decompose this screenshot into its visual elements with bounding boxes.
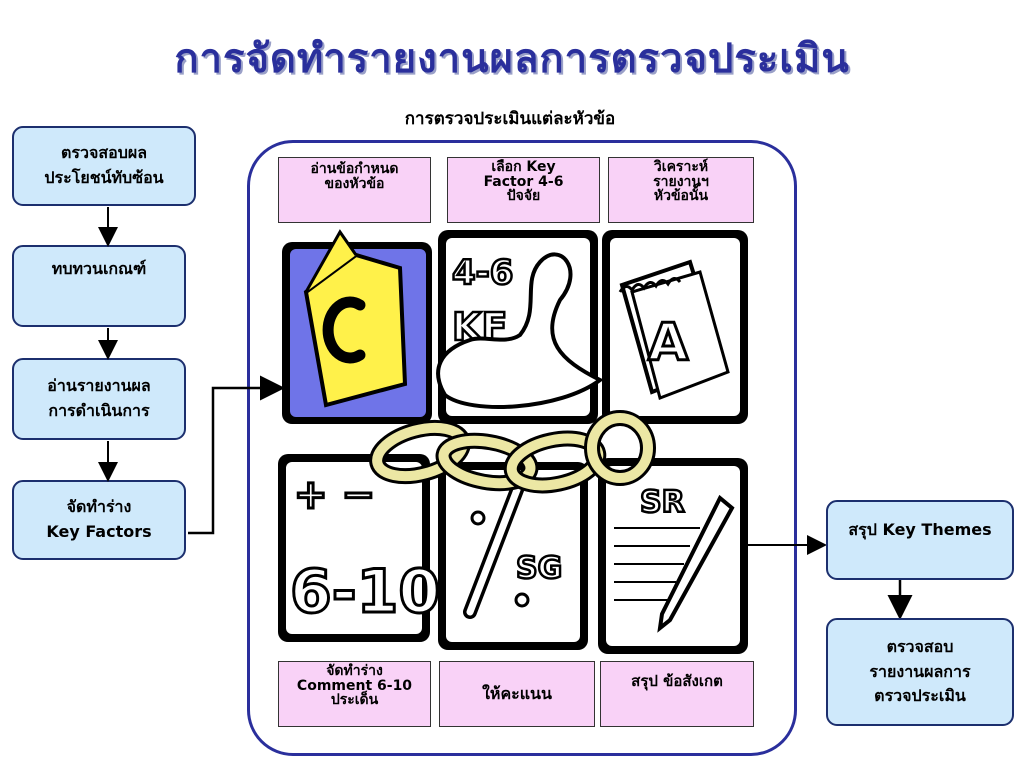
- flow-arrow: [188, 375, 285, 535]
- flow-step-check-report: ตรวจสอบ รายงานผลการ ตรวจประเมิน: [826, 618, 1014, 726]
- count-text: 6-10: [290, 557, 440, 627]
- flow-step-line: รายงานผลการ: [869, 661, 971, 681]
- step-draft-comments: จัดทำร่าง Comment 6-10 ประเด็น: [278, 661, 431, 727]
- sr-text: SR: [640, 485, 685, 520]
- flow-step-line: อ่านรายงานผล: [47, 376, 151, 396]
- step-line: ให้คะแนน: [482, 683, 552, 703]
- step-line: อ่านข้อกำหนด: [310, 161, 399, 177]
- step-line: วิเคราะห์: [653, 159, 709, 175]
- step-analyze-report: วิเคราะห์ รายงานฯ หัวข้อนั้น: [608, 157, 754, 223]
- step-scoring: ให้คะแนน: [439, 661, 595, 727]
- flow-step-line: จัดทำร่าง: [66, 497, 132, 517]
- notes-panel: SR: [598, 458, 748, 654]
- book-panel: C: [282, 229, 432, 424]
- section-subtitle: การตรวจประเมินแต่ละหัวข้อ: [404, 109, 616, 129]
- flow-step-line: ประโยชน์ทับซ้อน: [44, 168, 164, 187]
- flow-step-line: ตรวจประเมิน: [874, 686, 966, 706]
- flow-step-line: Key Factors: [46, 522, 152, 541]
- kf-numbers: 4-6: [452, 253, 513, 293]
- notebook-letter: A: [648, 313, 688, 373]
- step-line: เลือก Key: [491, 159, 556, 175]
- kf-panel: 4-6 KF: [436, 230, 604, 424]
- flow-step-line: ตรวจสอบ: [886, 636, 954, 656]
- flow-step-line: ตรวจสอบผล: [60, 143, 148, 163]
- step-summarize-observations: สรุป ข้อสังเกต: [600, 661, 754, 727]
- step-line: จัดทำร่าง: [326, 663, 383, 679]
- flow-step-line: สรุป Key Themes: [848, 520, 992, 539]
- step-read-requirements: อ่านข้อกำหนด ของหัวข้อ: [278, 157, 431, 223]
- step-line: Factor 4-6: [483, 173, 564, 190]
- step-line: ปัจจัย: [506, 188, 541, 205]
- plus-minus-glyph: + −: [294, 472, 375, 518]
- step-line: สรุป ข้อสังเกต: [631, 672, 723, 690]
- count-panel: + − 6-10: [278, 454, 442, 642]
- chain-links: [369, 410, 656, 494]
- flow-step-check-conflict: ตรวจสอบผล ประโยชน์ทับซ้อน: [12, 126, 196, 206]
- score-panel: SG: [438, 462, 588, 650]
- step-line: ของหัวข้อ: [324, 175, 385, 192]
- notebook-panel: A: [602, 230, 748, 424]
- flow-step-line: การดำเนินการ: [48, 401, 150, 420]
- step-line: ประเด็น: [330, 692, 379, 709]
- step-line: หัวข้อนั้น: [653, 188, 709, 205]
- step-line: รายงานฯ: [653, 173, 709, 190]
- flow-step-line: ทบทวนเกณฑ์: [51, 259, 147, 278]
- flow-step-draft-key-factors: จัดทำร่าง Key Factors: [12, 480, 186, 560]
- step-line: Comment 6-10: [296, 677, 413, 694]
- page-title: การจัดทำรายงานผลการตรวจประเมิน: [174, 36, 850, 82]
- flow-step-key-themes: สรุป Key Themes: [826, 500, 1014, 580]
- step-select-key-factors: เลือก Key Factor 4-6 ปัจจัย: [447, 157, 600, 223]
- sg-text: SG: [516, 551, 562, 586]
- flow-step-review-criteria: ทบทวนเกณฑ์: [12, 245, 186, 327]
